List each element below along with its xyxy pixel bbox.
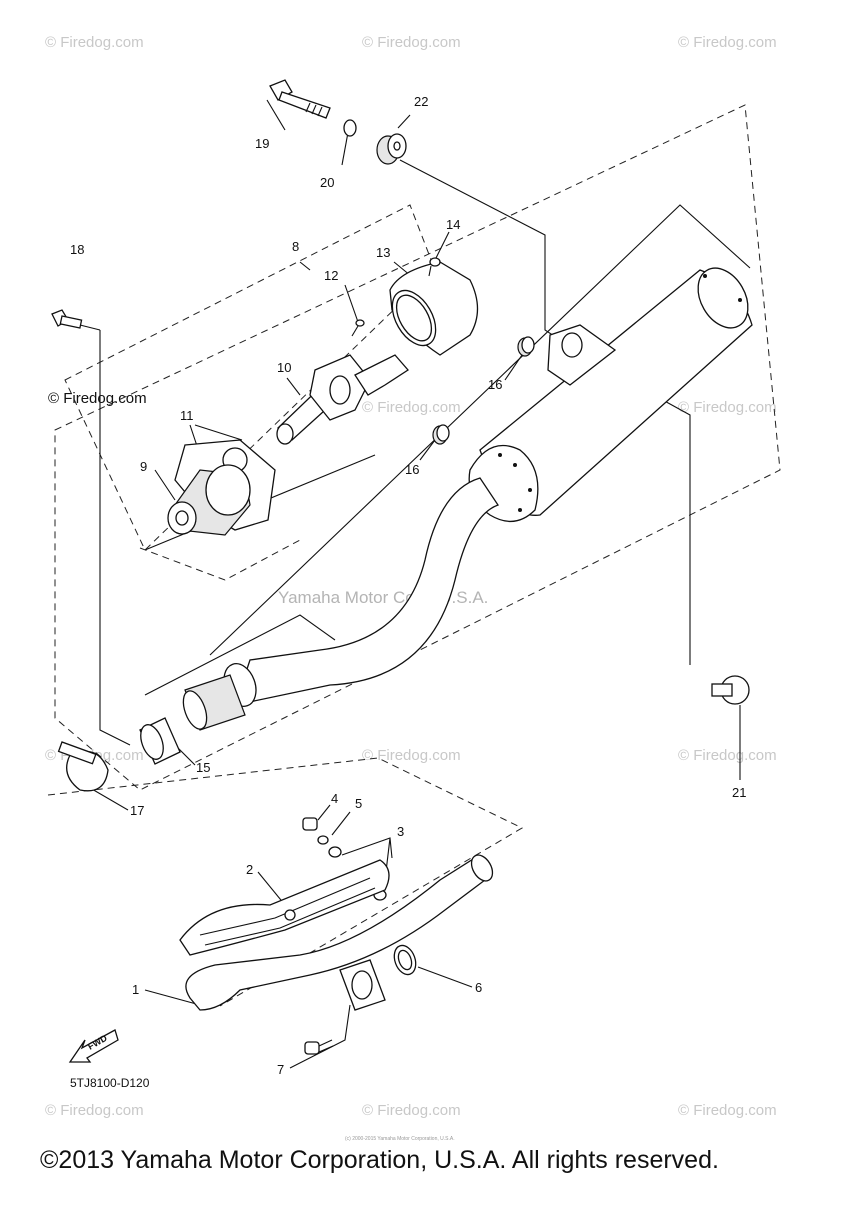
exhaust-header-1: [185, 854, 494, 1011]
screw-12: [351, 319, 365, 337]
bolt-21: [711, 675, 750, 705]
callout-22: 22: [414, 94, 428, 109]
callout-1: 1: [132, 982, 139, 997]
diagram-code: 5TJ8100-D120: [70, 1076, 150, 1090]
callout-16-b: 16: [405, 462, 419, 477]
bolt-4: [302, 817, 318, 831]
callout-20: 20: [320, 175, 334, 190]
mid-pipe: [182, 477, 500, 731]
watermark: © Firedog.com: [678, 34, 777, 51]
watermark: © Firedog.com: [678, 1102, 777, 1119]
clamp-17: [57, 741, 109, 792]
watermark: © Firedog.com: [678, 399, 777, 416]
watermark: © Firedog.com: [45, 34, 144, 51]
callout-6: 6: [475, 980, 482, 995]
callout-19: 19: [255, 136, 269, 151]
callout-17: 17: [130, 803, 144, 818]
bolt-19: [269, 79, 331, 119]
callout-11: 11: [180, 408, 194, 423]
grommet-16-a: [517, 336, 535, 357]
dashed-boundaries: [47, 104, 781, 1007]
watermark: © Firedog.com: [362, 399, 461, 416]
callout-8: 8: [292, 239, 299, 254]
callout-3: 3: [397, 824, 404, 839]
callout-2: 2: [246, 862, 253, 877]
end-cap-13: [389, 261, 479, 356]
callout-4: 4: [331, 791, 338, 806]
callout-numbers: 1 2 3 4 5 6 7 8 9 10 11 12 13 14 15 16 1…: [70, 94, 746, 1077]
callout-15: 15: [196, 760, 210, 775]
callout-14: 14: [446, 217, 460, 232]
collar-3-a: [328, 846, 342, 858]
copyright-line: ©2013 Yamaha Motor Corporation, U.S.A. A…: [40, 1146, 719, 1174]
header-boundary: [47, 757, 524, 1007]
pipe-box-line: [144, 614, 336, 696]
center-watermark: Yamaha Motor Corp, U.S.A.: [278, 588, 488, 607]
callout-16-a: 16: [488, 377, 502, 392]
callout-21: 21: [732, 785, 746, 800]
watermark: © Firedog.com: [362, 34, 461, 51]
packing-insert-9: [167, 464, 251, 536]
screw-14: [428, 257, 441, 277]
watermark: © Firedog.com: [362, 747, 461, 764]
gasket-sleeve-15: [139, 717, 181, 765]
tailpipe-10: [276, 354, 409, 445]
callout-5: 5: [355, 796, 362, 811]
grommet-22: [376, 133, 407, 165]
muffler-assembly-boundary: [54, 104, 781, 791]
washer-5: [317, 835, 329, 845]
bolt-18: [51, 309, 83, 329]
gasket-6: [393, 944, 417, 976]
heat-protector-2: [179, 859, 390, 956]
watermark: © Firedog.com: [45, 1102, 144, 1119]
washer-20: [343, 119, 357, 137]
watermark: © Firedog.com: [678, 747, 777, 764]
callout-7: 7: [277, 1062, 284, 1077]
bolt-7: [304, 1039, 334, 1055]
muffler-outline-box: [209, 204, 751, 656]
callout-12: 12: [324, 268, 338, 283]
callout-9: 9: [140, 459, 147, 474]
fwd-arrow-icon: FWD: [68, 1029, 119, 1063]
mount-bracket: [547, 324, 617, 386]
muffler-body: [468, 267, 753, 522]
watermark-dark: © Firedog.com: [48, 390, 147, 407]
insert-boundary: [139, 539, 301, 581]
grommet-16-b: [432, 424, 450, 445]
callout-18: 18: [70, 242, 84, 257]
callout-10: 10: [277, 360, 291, 375]
callout-13: 13: [376, 245, 390, 260]
tiny-copyright: (c) 2000-2015 Yamaha Motor Corporation, …: [345, 1136, 455, 1142]
watermarks: © Firedog.com © Firedog.com © Firedog.co…: [45, 34, 777, 1119]
watermark: © Firedog.com: [362, 1102, 461, 1119]
